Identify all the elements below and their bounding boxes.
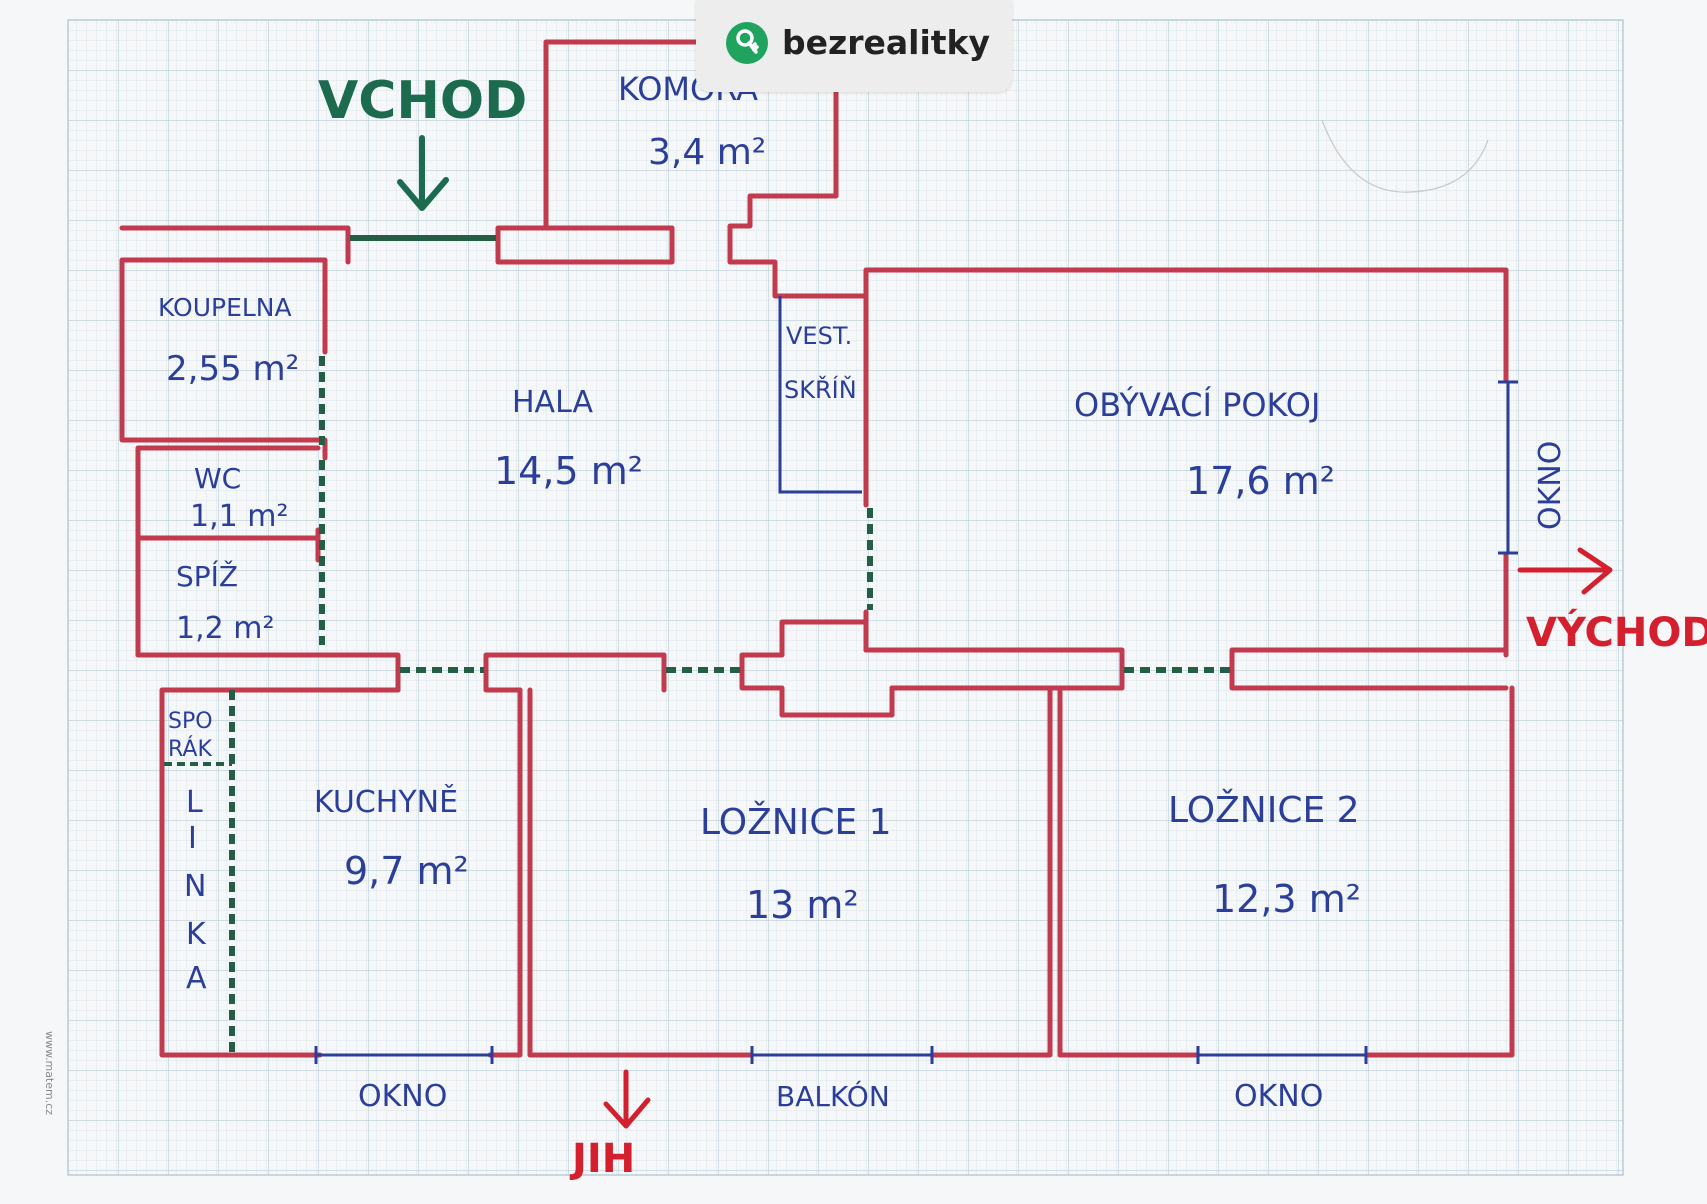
wall-komora [543, 39, 869, 299]
linka-letter: L [186, 785, 203, 820]
key-glyph [736, 29, 759, 54]
doors [229, 235, 1230, 1055]
wall-wc [135, 445, 321, 658]
wall-kitchen [159, 687, 533, 1058]
sporak-label-1: SPO [168, 709, 213, 734]
graph-paper [67, 19, 1624, 1176]
linka-letter: A [186, 961, 207, 996]
brand-name: bezrealitky [782, 23, 990, 62]
east-label: VÝCHOD [1526, 607, 1707, 656]
wall-central-block [739, 619, 895, 718]
wall-top-left [119, 225, 351, 265]
room-name-loznice-1: LOŽNICE 1 [700, 801, 892, 843]
room-area-loznice-2: 12,3 m² [1212, 877, 1361, 921]
wardrobe-outline [778, 296, 862, 494]
window-label-kitchen: OKNO [358, 1079, 447, 1114]
walls [119, 39, 1515, 1058]
wall-bedroom-2 [1057, 685, 1515, 1058]
wall-bedroom-1 [527, 685, 1063, 1058]
watermark: www.matem.cz [43, 1031, 56, 1116]
window-label-living-room: OKNO [1533, 441, 1568, 530]
room-area-spiz: 1,2 m² [176, 611, 275, 646]
east-arrow [1517, 547, 1613, 595]
room-name-spiz: SPÍŽ [176, 559, 238, 593]
room-area-loznice-1: 13 m² [746, 883, 859, 927]
entrance-arrow [397, 135, 449, 211]
room-name-koupelna: KOUPELNA [158, 293, 292, 322]
room-name-loznice-2: LOŽNICE 2 [1168, 789, 1360, 831]
room-name-wc: WC [194, 462, 241, 495]
sporak-label-2: RÁK [168, 736, 212, 762]
wall-koupelna [119, 257, 328, 461]
room-name-kuchyne: KUCHYNĚ [314, 784, 458, 820]
room-name-obyvaci-pokoj: OBÝVACÍ POKOJ [1074, 386, 1320, 424]
room-area-obyvaci-pokoj: 17,6 m² [1186, 459, 1335, 503]
wall-hall-right [863, 647, 1509, 691]
linka-letter: K [186, 917, 207, 952]
room-area-koupelna: 2,55 m² [166, 349, 299, 389]
room-area-wc: 1,1 m² [190, 499, 289, 534]
window-labels: OKNO BALKÓN OKNO OKNO [358, 441, 1568, 1114]
wall-hall-top [495, 225, 675, 265]
room-name-vest: VEST. [786, 322, 852, 350]
window-label-balcony: BALKÓN [776, 1079, 890, 1113]
room-area-kuchyne: 9,7 m² [344, 849, 469, 893]
windows [314, 380, 1518, 1064]
fixture-labels: SPO RÁK L I N K A [168, 709, 213, 996]
south-label: JIH [569, 1136, 635, 1182]
entrance-label: VCHOD [318, 71, 527, 131]
linka-letter: I [188, 821, 197, 856]
location-pin-key-icon [726, 22, 768, 64]
pencil-arc [1321, 119, 1489, 193]
room-name-hala: HALA [512, 385, 593, 420]
linka-letter: N [184, 869, 206, 904]
wall-hall-bottom [135, 652, 667, 693]
window-label-bedroom-2: OKNO [1234, 1079, 1323, 1114]
wall-living-room [863, 267, 1509, 658]
room-name-skrin: SKŘÍŇ [784, 375, 857, 404]
south-arrow [603, 1069, 651, 1129]
room-area-komora: 3,4 m² [648, 132, 766, 173]
room-area-hala: 14,5 m² [494, 449, 643, 493]
